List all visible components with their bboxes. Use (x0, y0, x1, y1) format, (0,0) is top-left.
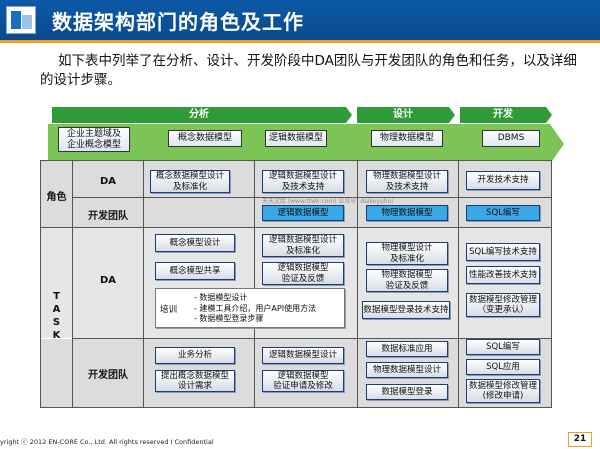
task-dev-sql-apply: SQL应用 (466, 359, 540, 375)
training-box: 培训 - 数据模型设计 - 建模工具介绍，用户API使用方法 - 数据模型登录步… (155, 288, 345, 328)
phase-design: 设计 (357, 107, 455, 123)
task-da-logical-design: 逻辑数据模型设计 及标准化 (262, 234, 344, 257)
page-number: 21 (568, 432, 592, 447)
task-dev-logical-verify: 逻辑数据模型 验证申请及修改 (262, 370, 344, 392)
process-dbms: DBMS (482, 130, 540, 147)
watermark-text: 天天文库 (www.ttwk.com) 公众号: daikeyuhui (262, 198, 394, 205)
process-arrow-icon (550, 124, 564, 164)
task-dev-label: 开发团队 (88, 370, 128, 381)
task-da-concept-design: 概念模型设计 (155, 234, 235, 252)
task-dev-business-analysis: 业务分析 (155, 347, 235, 364)
task-dev-physical-design: 物理数据模型设计 (366, 362, 448, 378)
role-dev-physical: 物理数据模型 (366, 205, 448, 221)
role-dev-sql: SQL编写 (466, 205, 540, 221)
task-label: T A S K (52, 291, 61, 341)
phase-dev: 开发 (460, 107, 552, 123)
role-da-logical: 逻辑数据模型设计 及技术支持 (262, 170, 344, 193)
task-da-concept-share: 概念模型共享 (155, 262, 235, 280)
process-subject-area: 企业主题域及 企业概念模型 (58, 127, 130, 152)
process-logical-model: 逻辑数据模型 (265, 130, 327, 147)
task-da-perf-support: 性能改善技术支持 (466, 266, 540, 284)
training-label: 培训 (160, 305, 178, 315)
logo-icon (6, 6, 36, 34)
role-dev-label: 开发团队 (88, 211, 128, 222)
task-dev-logical-design: 逻辑数据模型设计 (262, 347, 344, 364)
phase-analysis: 分析 (52, 107, 352, 123)
role-dev-logical: 逻辑数据模型 (262, 205, 344, 221)
task-da-physical-verify: 物理数据模型 验证及反馈 (366, 269, 448, 292)
title-underline (0, 40, 600, 43)
title-bar (0, 0, 600, 40)
role-label: 角色 (46, 192, 67, 203)
task-da-label: DA (99, 275, 117, 286)
task-dev-model-change: 数据模型修改管理 (修改申请) (466, 379, 540, 403)
task-dev-concept-request: 提出概念数据模型 设计需求 (155, 370, 235, 392)
intro-text: 如下表中列举了在分析、设计、开发阶段中DA团队与开发团队的角色和任务，以及详细的… (40, 53, 577, 88)
task-da-physical-design: 物理模型设计 及标准化 (366, 242, 448, 265)
task-dev-sql-write: SQL编写 (466, 339, 540, 355)
role-da-label: DA (99, 176, 117, 187)
task-da-model-change-mgmt: 数据模型修改管理 （变更承认） (466, 293, 540, 317)
task-dev-model-register: 数据模型登录 (366, 384, 448, 400)
process-physical-model: 物理数据模型 (371, 130, 443, 147)
task-da-logical-verify: 逻辑数据模型 验证及反馈 (262, 262, 344, 285)
task-da-model-register-support: 数据模型登录技术支持 (362, 301, 450, 319)
roles-task-table (40, 160, 552, 408)
role-da-conceptual: 概念数据模型设计 及标准化 (150, 170, 230, 193)
training-items: - 数据模型设计 - 建模工具介绍，用户API使用方法 - 数据模型登录步骤 (194, 293, 317, 323)
page-title: 数据架构部门的角色及工作 (52, 10, 304, 34)
role-da-physical: 物理数据模型设计 及技术支持 (366, 170, 448, 193)
task-dev-standard-apply: 数据标准应用 (366, 341, 448, 357)
role-da-dev-support: 开发技术支持 (466, 171, 540, 190)
copyright-footer: yright ⓒ 2012 EN-CORE Co., Ltd. All righ… (0, 438, 214, 446)
process-conceptual-model: 概念数据模型 (168, 130, 242, 147)
task-da-sql-support: SQL编写技术支持 (466, 243, 540, 261)
